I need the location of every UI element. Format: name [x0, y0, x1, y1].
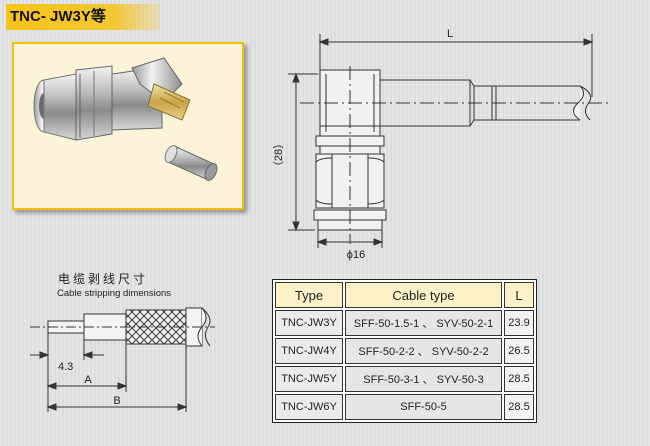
connector-dimension-drawing: L （28） ϕ16: [272, 28, 610, 261]
header-type: Type: [275, 282, 343, 308]
cell-cable: SFF-50-2-2 、 SYV-50-2-2: [345, 338, 502, 364]
table-row: TNC-JW4Y SFF-50-2-2 、 SYV-50-2-2 26.5: [275, 338, 534, 364]
height-label: （28）: [272, 138, 285, 172]
cable-spec-table: Type Cable type L TNC-JW3Y SFF-50-1.5-1 …: [272, 279, 537, 423]
cell-cable: SFF-50-1.5-1 、 SYV-50-2-1: [345, 310, 502, 336]
diameter-label: ϕ16: [347, 249, 365, 261]
cell-cable: SFF-50-3-1 、 SYV-50-3: [345, 366, 502, 392]
page-title-bar: TNC- JW3Y等: [6, 4, 160, 30]
cable-stripping-drawing: 4.3 A B: [30, 307, 215, 412]
cell-length: 23.9: [504, 310, 534, 336]
header-length: L: [504, 282, 534, 308]
connector-photo-illustration: [33, 57, 218, 181]
page-title: TNC- JW3Y等: [10, 8, 106, 25]
cell-type: TNC-JW3Y: [275, 310, 343, 336]
stripping-title: 电缆剥线尺寸: [58, 272, 149, 286]
product-photo: [12, 42, 244, 210]
strip-dim-b: B: [113, 395, 120, 407]
cell-length: 28.5: [504, 394, 534, 420]
cell-cable: SFF-50-5: [345, 394, 502, 420]
length-label: L: [447, 28, 453, 40]
table-row: TNC-JW3Y SFF-50-1.5-1 、 SYV-50-2-1 23.9: [275, 310, 534, 336]
table-header-row: Type Cable type L: [275, 282, 534, 308]
cell-length: 28.5: [504, 366, 534, 392]
strip-dim-a: A: [84, 374, 92, 386]
stripping-subtitle: Cable stripping dimensions: [57, 288, 172, 299]
header-cable-type: Cable type: [345, 282, 502, 308]
cell-type: TNC-JW6Y: [275, 394, 343, 420]
strip-dim-4-3: 4.3: [58, 361, 73, 373]
cell-type: TNC-JW5Y: [275, 366, 343, 392]
cell-length: 26.5: [504, 338, 534, 364]
table-row: TNC-JW5Y SFF-50-3-1 、 SYV-50-3 28.5: [275, 366, 534, 392]
table-row: TNC-JW6Y SFF-50-5 28.5: [275, 394, 534, 420]
cell-type: TNC-JW4Y: [275, 338, 343, 364]
